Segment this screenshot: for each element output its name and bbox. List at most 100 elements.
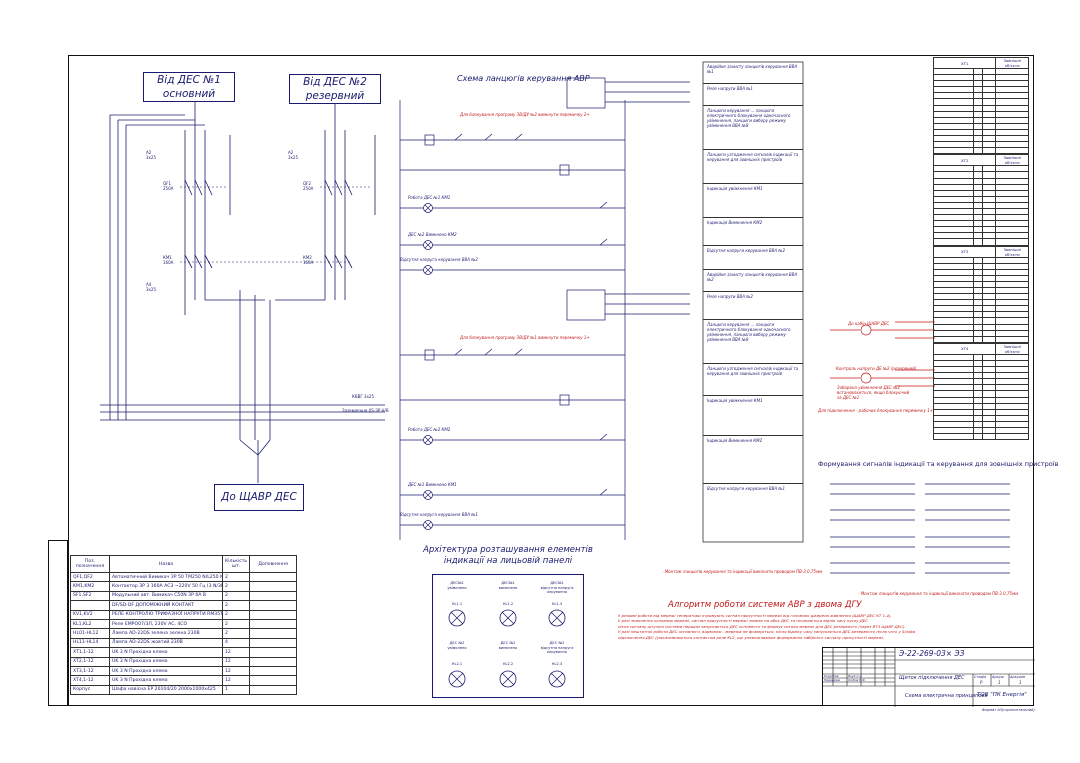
terminal-head: ХТ2 <box>932 154 997 167</box>
drawing-frame <box>68 55 1034 706</box>
title-block-grid <box>823 648 1035 707</box>
spec-cell <box>249 665 298 677</box>
ext-note: Контроль напруги ДЕ №2 (резервний) <box>836 366 917 371</box>
rung-label: Робота ДЕС №2 КМ2 <box>408 427 451 432</box>
source-des2-label: Від ДЕС №2 резервний <box>303 76 367 102</box>
cable-label: А2 3х25 <box>146 150 157 160</box>
terminal-head: ХТ1 <box>932 57 997 69</box>
panel-title: Архітектура розташування елементів індик… <box>423 545 593 566</box>
drawing-code: Э-22-269-03× ЭЗ <box>899 649 965 658</box>
spec-cell <box>249 590 298 602</box>
spec-cell <box>249 600 298 611</box>
spec-cell: DF/SD-DF ДОПОМІЖНИЙ КОНТАКТ <box>109 600 223 611</box>
lamp-caption: ДЕС №2 увімкнено <box>447 641 467 650</box>
rung-label: Відсутня напруга керування ВВА №2 <box>400 257 478 262</box>
spec-cell <box>249 609 298 620</box>
lamp-code: HL1.3 <box>551 602 563 606</box>
spec-cell: 2 <box>221 581 251 592</box>
desc-item: Індикація Вимкнення КМ2 <box>703 436 803 484</box>
spec-cell: SF1,SF2 <box>70 590 110 602</box>
spec-cell: QF1,QF2 <box>70 571 110 583</box>
ext-note: Заборона увімкнення ДЕС №2 встановлюєтьс… <box>837 385 910 400</box>
rung-label: ДЕС №2 Вимкнено КМ2 <box>408 232 457 237</box>
lamp-code: HL2.2 <box>502 662 514 666</box>
source-des1-label: Від ДЕС №1 основний <box>157 74 221 100</box>
role-label: Перевірив <box>824 678 841 682</box>
spec-cell: 12 <box>221 665 251 677</box>
rung-label: Відсутня напруга керування ВВА №1 <box>400 512 478 517</box>
ext-note: Для підключення - рабочих блокування пер… <box>818 408 934 413</box>
desc-item: Відсутня напруги керування ВВА №2 <box>703 246 803 270</box>
spec-cell: XT1,1-12 <box>70 647 110 658</box>
ext-title: Формування сигналів індикації та керуван… <box>818 460 1059 468</box>
spec-cell <box>249 647 298 658</box>
spec-cell: HL01-HL12 <box>70 628 110 639</box>
source-des1-box: Від ДЕС №1 основний <box>143 72 235 102</box>
spec-cell: 2 <box>221 618 251 630</box>
person-name: Хлібов В.Ф. <box>848 678 866 682</box>
spec-cell: Корпус <box>70 684 110 696</box>
terminal-row <box>933 366 1029 374</box>
spec-cell <box>249 571 298 583</box>
spec-cell <box>249 656 298 667</box>
desc-item: Реле напруги ВВА №1 <box>703 84 803 106</box>
stage-header: Стадія <box>974 675 987 679</box>
output-box: До ЩАВР ДЕС <box>214 484 304 511</box>
spec-cell: UK 3 N Прохідна клема <box>109 675 223 686</box>
desc-item: Аварійне захисту ланцюгів керування ВВА … <box>703 62 803 84</box>
avr-section-note: Для блокування програму ЗВ/ДУ №1 вимкнут… <box>460 335 590 340</box>
spec-cell: Контактор ЗР 3 160А АС3 ~220V 50 Гц (3 N… <box>109 581 223 592</box>
spec-cell: Модульний авт. Вимикач С50N ЗР 6А В <box>109 590 223 602</box>
terminal-row <box>933 335 1029 343</box>
spec-cell: 12 <box>221 675 251 686</box>
spec-cell: 2 <box>221 628 251 639</box>
spec-header-cell: Поз. позначення <box>70 555 110 573</box>
terminal-row <box>933 238 1029 246</box>
desc-item: Ланцюги керування ... ланцюги електрично… <box>703 106 803 150</box>
role-label: Розробив <box>824 674 839 678</box>
lamp-caption: ДЕС №2 відсутня напруга керування <box>540 641 574 655</box>
avr-section-note: Для блокування програму ЗВ/ДУ №2 вимкнут… <box>460 112 590 117</box>
spec-cell <box>249 637 298 649</box>
terminal-sub: Зовнішні кб'єкти <box>995 245 1029 258</box>
spec-cell <box>249 684 298 696</box>
cable-label: А4 3х25 <box>146 282 157 292</box>
drawing-title: Щиток підключення ДЕС <box>899 675 965 681</box>
terminal-head: ХТ4 <box>932 342 997 355</box>
spec-cell: 4 <box>221 637 251 649</box>
lamp-caption: ДЕС №2 вимкнено <box>498 641 518 650</box>
spec-cell: Автоматичний Вимикач ЗР 50 ТМ250 N/L250 … <box>109 571 223 583</box>
terminal-sub: Зовнішні кб'єкти <box>995 342 1029 355</box>
format-label: Формат А3(горизонтальний) <box>982 708 1035 712</box>
panel-lamps <box>448 609 566 688</box>
spec-cell: KM1,KM2 <box>70 581 110 592</box>
lamp-caption: ДЕС№1 увімкнено <box>447 581 467 590</box>
sheet-title: Схема електрична принципова <box>905 693 988 699</box>
breaker-label: QF2 250А <box>303 181 314 191</box>
lamp-code: HL1.2 <box>502 602 514 606</box>
lamp-code: HL1.1 <box>451 602 463 606</box>
person-name: Якуб С.А. <box>848 674 863 678</box>
spec-cell: 12 <box>221 656 251 667</box>
terminal-row <box>933 147 1029 155</box>
cable-label: КВВГ 3х25 <box>352 394 375 399</box>
desc-item: Ланцюги узгодження сигналів індикації та… <box>703 364 803 396</box>
spec-cell: XT4,1-12 <box>70 675 110 686</box>
spec-cell: UK 3 N Прохідна клема <box>109 656 223 667</box>
desc-item: Індикація увімкнення КМ1 <box>703 396 803 436</box>
spec-cell: 2 <box>221 590 251 602</box>
spec-cell: UK 3 N Прохідна клема <box>109 647 223 658</box>
spec-cell: XT3,1-12 <box>70 665 110 677</box>
contactor-label: КМ2 160А <box>303 255 314 265</box>
